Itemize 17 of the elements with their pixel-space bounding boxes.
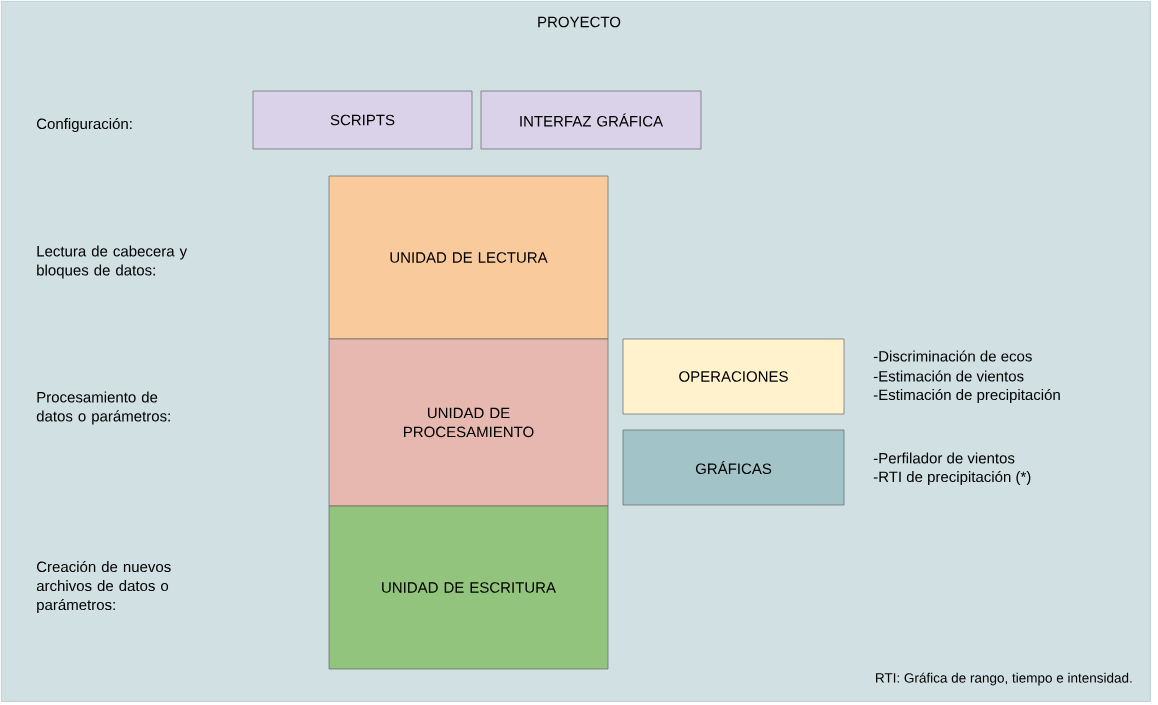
module-box: GRÁFICAS [622, 429, 845, 506]
config-box: INTERFAZ GRÁFICA [480, 90, 702, 150]
bullet-text: -Estimación de precipitación [873, 388, 1060, 404]
unit-block: UNIDAD DE ESCRITURA [328, 505, 609, 670]
module-box: OPERACIONES [622, 338, 845, 415]
bullet-text: -Estimación de vientos [873, 370, 1024, 382]
bullet-text: -Discriminación de ecos [873, 350, 1032, 362]
config-box: SCRIPTS [252, 90, 473, 150]
unit-block: UNIDAD DE LECTURA [328, 175, 609, 340]
unit-block: UNIDAD DE PROCESAMIENTO [328, 338, 609, 507]
bullet-text: -RTI de precipitación (*) [873, 470, 1031, 486]
footnote: RTI: Gráfica de rango, tiempo e intensidad. [876, 672, 1132, 686]
row-label: Creación de nuevos archivos de datos o parámetros: [36, 560, 171, 614]
bullet-text: -Perfilador de vientos [873, 452, 1015, 464]
row-label: Procesamiento de datos o parámetros: [36, 391, 170, 425]
row-label: Lectura de cabecera y bloques de datos: [37, 245, 188, 279]
row-label: Configuración: [36, 117, 132, 133]
